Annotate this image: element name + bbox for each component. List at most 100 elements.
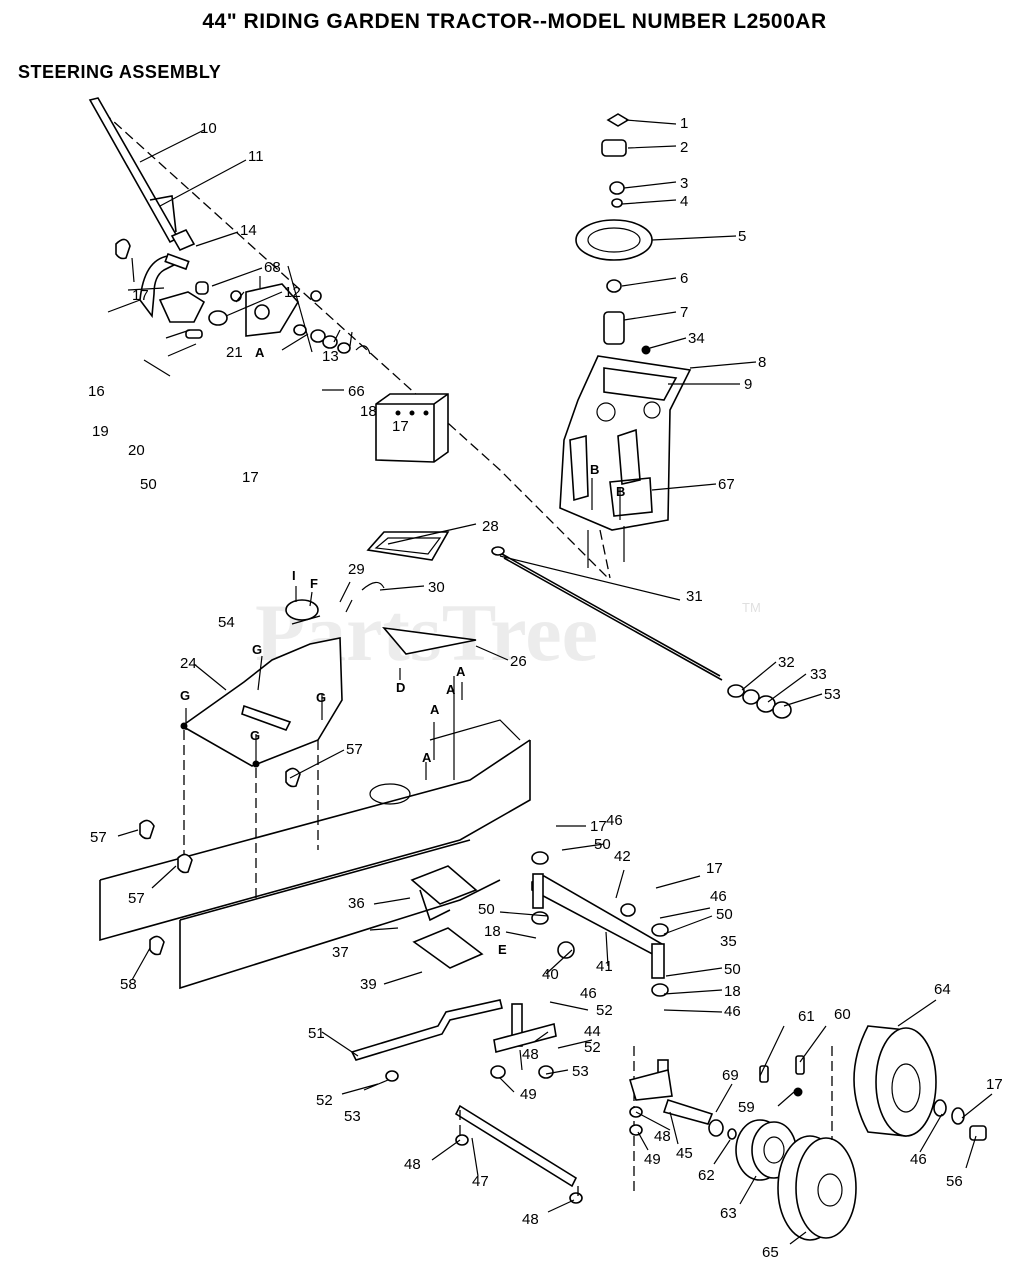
front-tire bbox=[777, 1135, 857, 1241]
callout: 47 bbox=[472, 1173, 489, 1190]
callout: 56 bbox=[946, 1173, 963, 1190]
callout: 57 bbox=[90, 829, 107, 846]
callout: 45 bbox=[676, 1145, 693, 1162]
rear-tire bbox=[853, 1025, 937, 1137]
callout: A bbox=[255, 345, 265, 360]
ref-letter: D bbox=[396, 680, 405, 695]
callout: 2 bbox=[680, 139, 688, 156]
steering-wheel-assembly bbox=[575, 113, 653, 355]
callout: 52 bbox=[584, 1039, 601, 1056]
front-axle bbox=[531, 851, 669, 997]
steering-shaft bbox=[88, 97, 228, 326]
callout: 46 bbox=[710, 888, 727, 905]
callout: 53 bbox=[824, 686, 841, 703]
callout: 53 bbox=[572, 1063, 589, 1080]
ref-letter: B bbox=[590, 462, 599, 477]
page-title: 44" RIDING GARDEN TRACTOR--MODEL NUMBER … bbox=[202, 10, 827, 33]
ref-letter: E bbox=[498, 942, 507, 957]
callout: 50 bbox=[716, 906, 733, 923]
fitting-59 bbox=[793, 1087, 803, 1097]
callout: 51 bbox=[308, 1025, 325, 1042]
spindle-left bbox=[490, 1003, 557, 1079]
callout: 5 bbox=[738, 228, 746, 245]
battery-tray bbox=[366, 531, 450, 561]
ref-letter: G bbox=[252, 642, 262, 657]
callout: 17 bbox=[986, 1076, 1003, 1093]
callout: 48 bbox=[522, 1046, 539, 1063]
callout: 48 bbox=[522, 1211, 539, 1228]
ref-letter: I bbox=[292, 568, 296, 583]
callout: 52 bbox=[596, 1002, 613, 1019]
callout: 58 bbox=[120, 976, 137, 993]
callout: 50 bbox=[478, 901, 495, 918]
bracket-26 bbox=[382, 626, 477, 655]
callout: 41 bbox=[596, 958, 613, 975]
callout: 59 bbox=[738, 1099, 755, 1116]
callout: 49 bbox=[520, 1086, 537, 1103]
leader-lines bbox=[107, 119, 993, 1245]
callout: 18 bbox=[484, 923, 501, 940]
callout: 62 bbox=[698, 1167, 715, 1184]
washer-46 bbox=[933, 1099, 947, 1117]
callout: 57 bbox=[128, 890, 145, 907]
callout: 48 bbox=[654, 1128, 671, 1145]
callout: 9 bbox=[744, 376, 752, 393]
callout: 13 bbox=[322, 348, 339, 365]
callout: 30 bbox=[428, 579, 445, 596]
callout: 64 bbox=[934, 981, 951, 998]
section-subtitle: STEERING ASSEMBLY bbox=[18, 62, 222, 82]
part-54 bbox=[285, 599, 319, 621]
callout: 66 bbox=[348, 383, 365, 400]
part-29 bbox=[345, 599, 353, 613]
callout: 24 bbox=[180, 655, 197, 672]
callout: 17 bbox=[392, 418, 409, 435]
callout: 32 bbox=[778, 654, 795, 671]
ref-letter: A bbox=[422, 750, 432, 765]
ref-letter: G bbox=[316, 690, 326, 705]
callout: 19 bbox=[92, 423, 109, 440]
callout: 46 bbox=[910, 1151, 927, 1168]
callout: 60 bbox=[834, 1006, 851, 1023]
callout: 7 bbox=[680, 304, 688, 321]
callout: 44 bbox=[584, 1023, 601, 1040]
callout: 33 bbox=[810, 666, 827, 683]
callout: 61 bbox=[798, 1008, 815, 1025]
callout: 42 bbox=[614, 848, 631, 865]
callout: 17 bbox=[242, 469, 259, 486]
clip-57a bbox=[285, 767, 301, 788]
bracket-36 bbox=[410, 865, 478, 905]
cap-17 bbox=[951, 1107, 965, 1125]
dash-console bbox=[559, 355, 692, 568]
battery bbox=[375, 393, 449, 463]
callout: 26 bbox=[510, 653, 527, 670]
clip-57b bbox=[139, 819, 155, 840]
ref-letter: B bbox=[616, 484, 625, 499]
callout: 46 bbox=[580, 985, 597, 1002]
callout: 67 bbox=[718, 476, 735, 493]
clip-17 bbox=[115, 238, 131, 260]
callout: 57 bbox=[346, 741, 363, 758]
clip-57c bbox=[177, 853, 193, 874]
callout: 6 bbox=[680, 270, 688, 287]
callout: 52 bbox=[316, 1092, 333, 1109]
ref-letter: G bbox=[250, 728, 260, 743]
callout: 17 bbox=[590, 818, 607, 835]
cap-56 bbox=[969, 1125, 987, 1141]
clip-58 bbox=[149, 935, 165, 956]
sector-gear-assembly bbox=[139, 252, 371, 355]
callout: 48 bbox=[404, 1156, 421, 1173]
fitting-60 bbox=[795, 1055, 805, 1075]
callout: 65 bbox=[762, 1244, 779, 1261]
callout: 11 bbox=[248, 148, 264, 165]
callout: 40 bbox=[542, 966, 559, 983]
spindle-right bbox=[628, 1059, 737, 1140]
ref-letter: G bbox=[180, 688, 190, 703]
callout: 54 bbox=[218, 614, 235, 631]
callout: 69 bbox=[722, 1067, 739, 1084]
drag-rod-47 bbox=[454, 1104, 578, 1188]
callout: 50 bbox=[724, 961, 741, 978]
callout: 21 bbox=[226, 344, 243, 361]
dashed-guide-panel bbox=[183, 730, 319, 900]
callout: 12 bbox=[284, 284, 301, 301]
